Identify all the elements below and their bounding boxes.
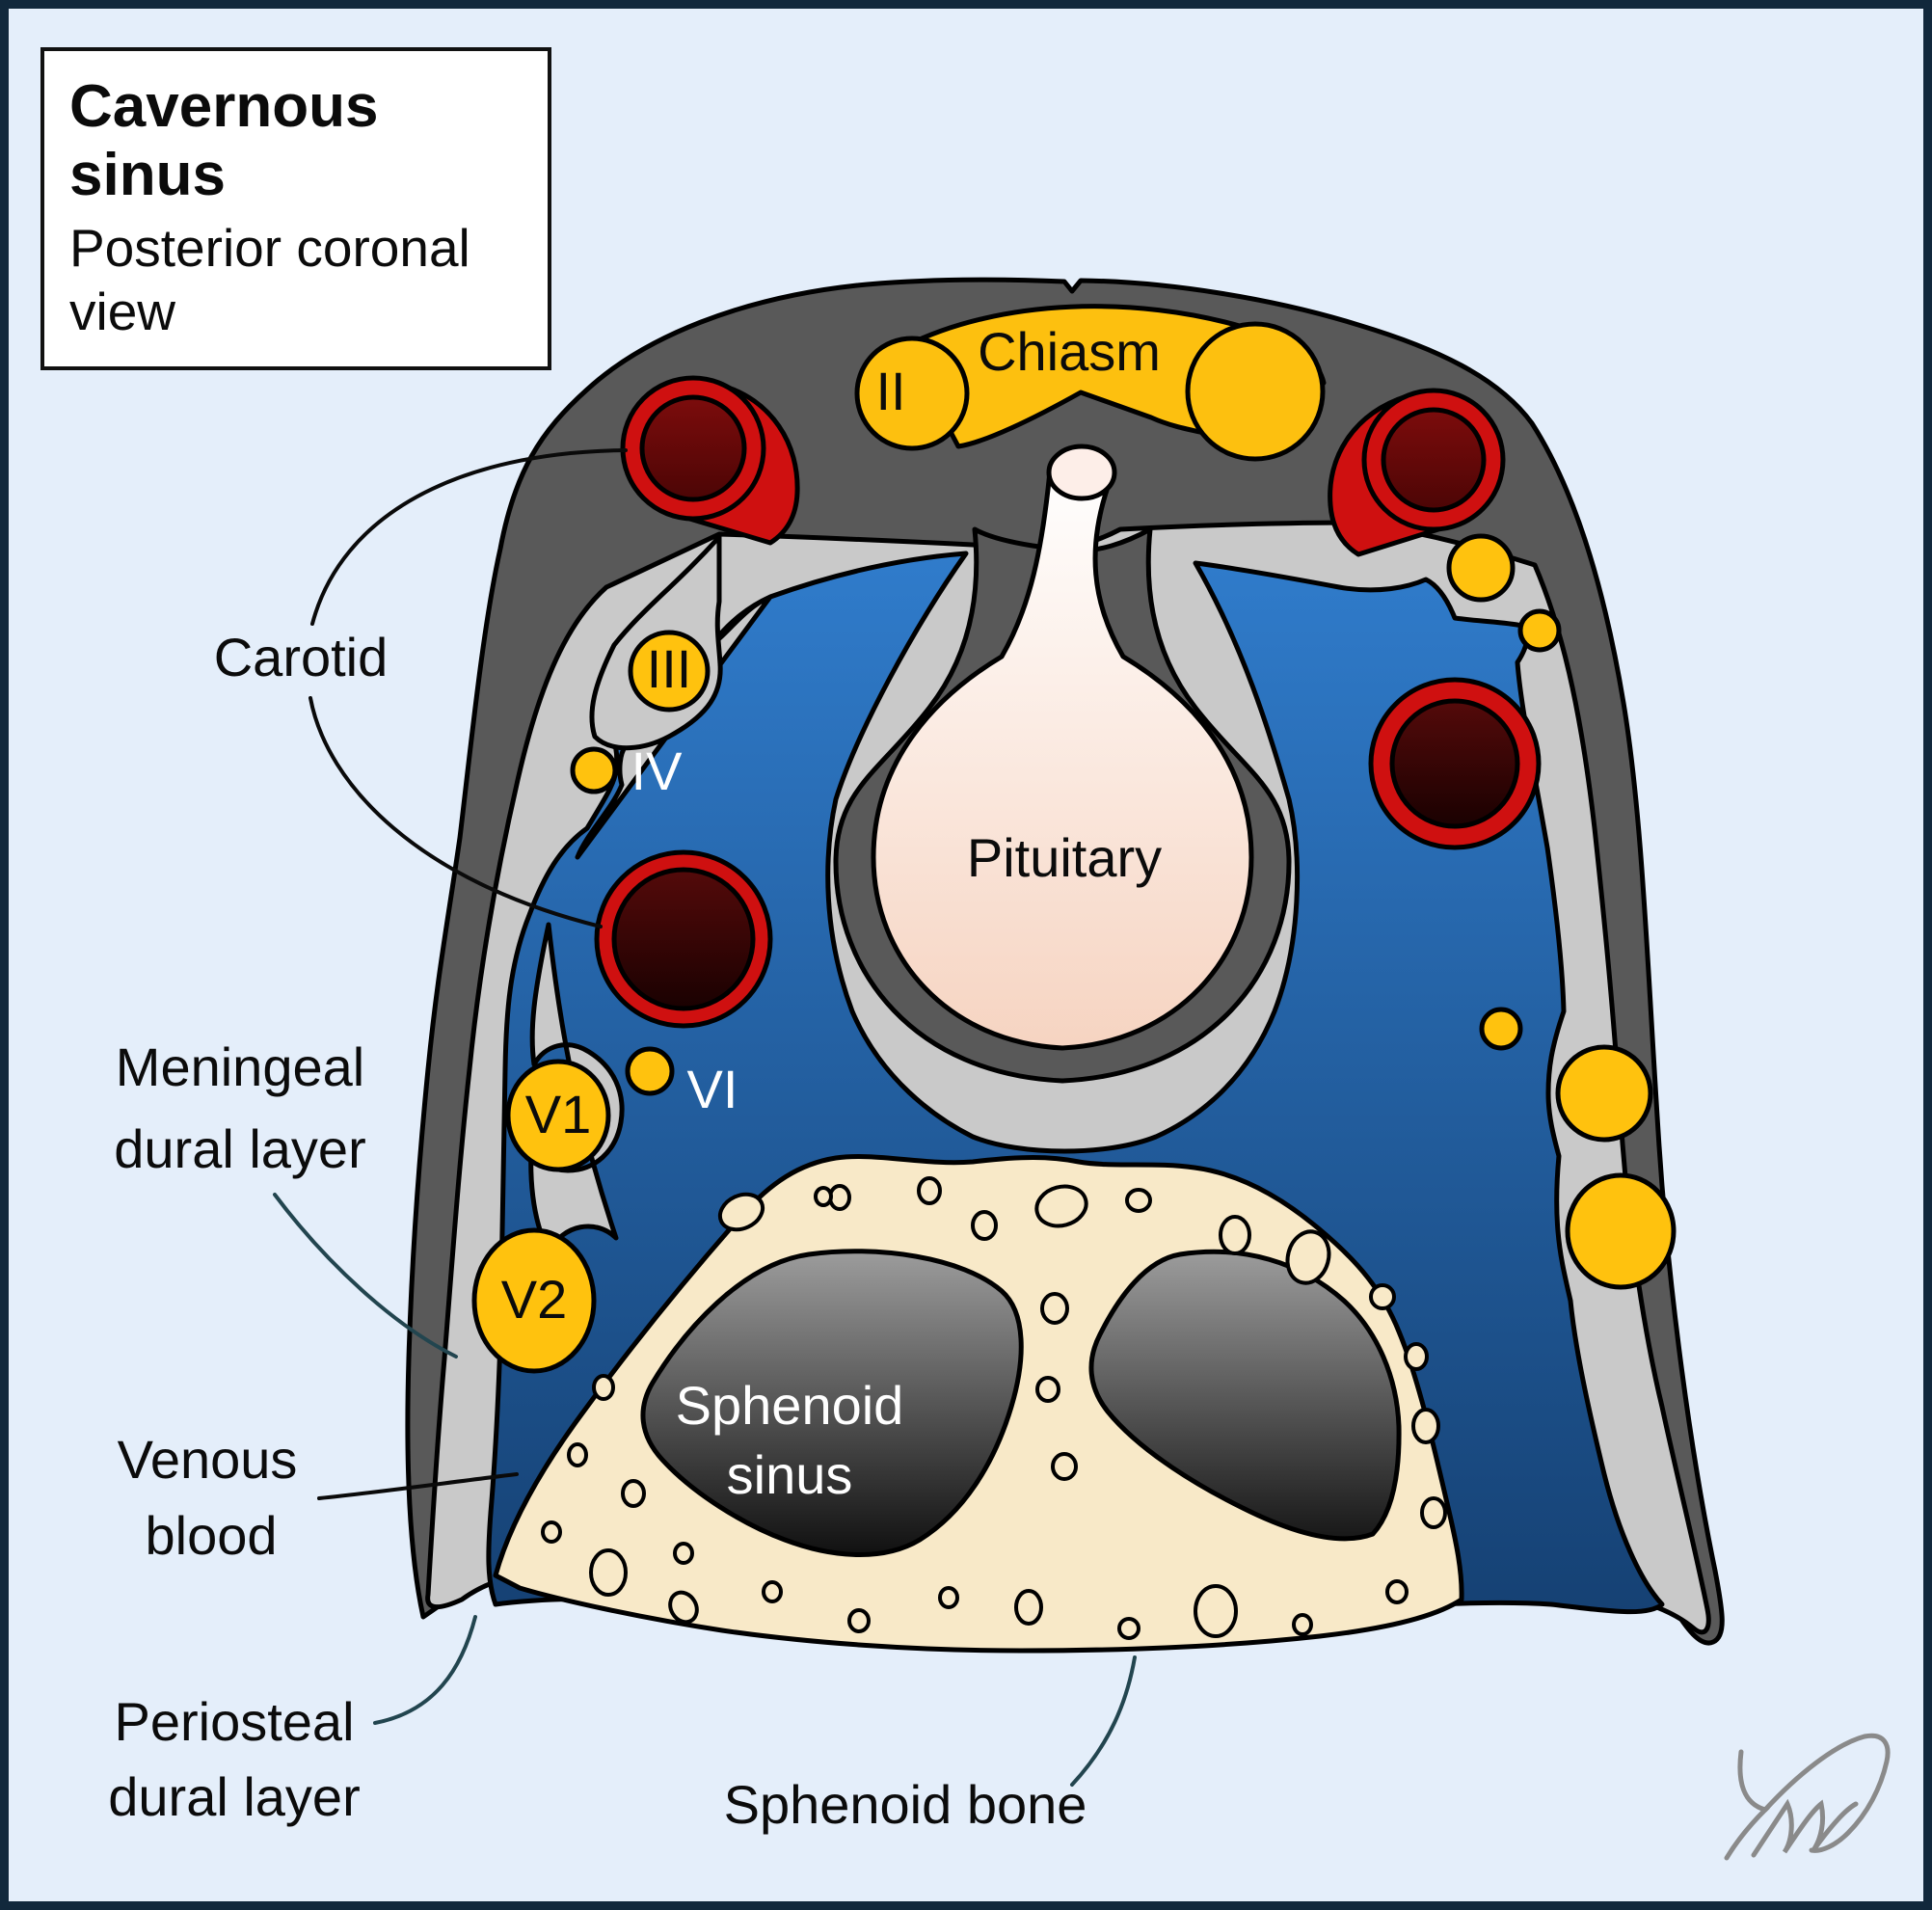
meningeal-leader [273,1193,458,1359]
sphenoid-sinus-label-line1: Sphenoid [676,1375,904,1436]
page-subtitle: Posterior coronal view [69,217,470,341]
meningeal-label-line2: dural layer [114,1118,365,1179]
maxillary-label: V2 [501,1269,568,1330]
maxillary-nerve-right [1565,1172,1677,1290]
pituitary-stalk-top [1046,444,1117,501]
venous-label-line1: Venous [118,1429,298,1490]
sphenoid-bone-leader [1070,1655,1137,1787]
ophthalmic-label: V1 [525,1084,592,1144]
chiasm-label: Chiasm [978,321,1161,382]
abducens-nerve-right [1479,1007,1523,1051]
sphenoid-sinus-label-line2: sinus [727,1444,853,1505]
meningeal-label-line1: Meningeal [116,1036,364,1097]
bone-trabecular-pores [541,1176,1447,1640]
pituitary-gland [871,469,1254,1051]
optic-nerve-left [854,336,970,451]
oculomotor-nerve-right [1446,533,1516,603]
venous-label-line2: blood [145,1505,277,1566]
trochlear-nerve-right [1517,608,1562,653]
pituitary-label: Pituitary [967,827,1162,888]
maxillary-nerve-left [471,1227,597,1374]
periosteal-leader [373,1615,477,1725]
cavernous-sinus-illustration: Chiasm II III IV VI V1 V2 Pituitary Sp [108,277,1891,1861]
carotid-upper-right-lumen [1381,407,1487,513]
sphenoid-sinus-cavity-left [640,1249,1024,1557]
abducens-label: VI [687,1059,738,1119]
carotid-label: Carotid [214,627,389,687]
oculomotor-nerve-left [628,630,711,713]
carotid-leader-upper [310,448,628,626]
periosteal-label-line1: Periosteal [114,1691,354,1752]
optic-nerve-right [1185,321,1326,462]
ophthalmic-nerve-right [1555,1044,1653,1143]
optic-nerve-label: II [875,361,905,421]
carotid-leader-lower [309,696,603,928]
abducens-nerve-left [625,1046,675,1096]
artist-signature [1724,1733,1891,1861]
carotid-cavernous-right-lumen [1389,698,1520,829]
oculomotor-label: III [647,638,692,699]
sphenoid-bone-label: Sphenoid bone [724,1774,1087,1835]
trochlear-label: IV [631,740,684,801]
venous-leader [317,1472,519,1500]
page-title: Cavernous sinus [69,73,379,209]
carotid-upper-left-lumen [639,394,747,502]
trochlear-nerve-left [570,746,618,794]
ophthalmic-nerve-left [505,1059,611,1172]
periosteal-label-line2: dural layer [108,1766,360,1827]
title-box: Cavernous sinus Posterior coronal view [40,47,551,370]
carotid-cavernous-left-lumen [611,867,756,1011]
sphenoid-sinus-cavity-right [1088,1249,1402,1542]
